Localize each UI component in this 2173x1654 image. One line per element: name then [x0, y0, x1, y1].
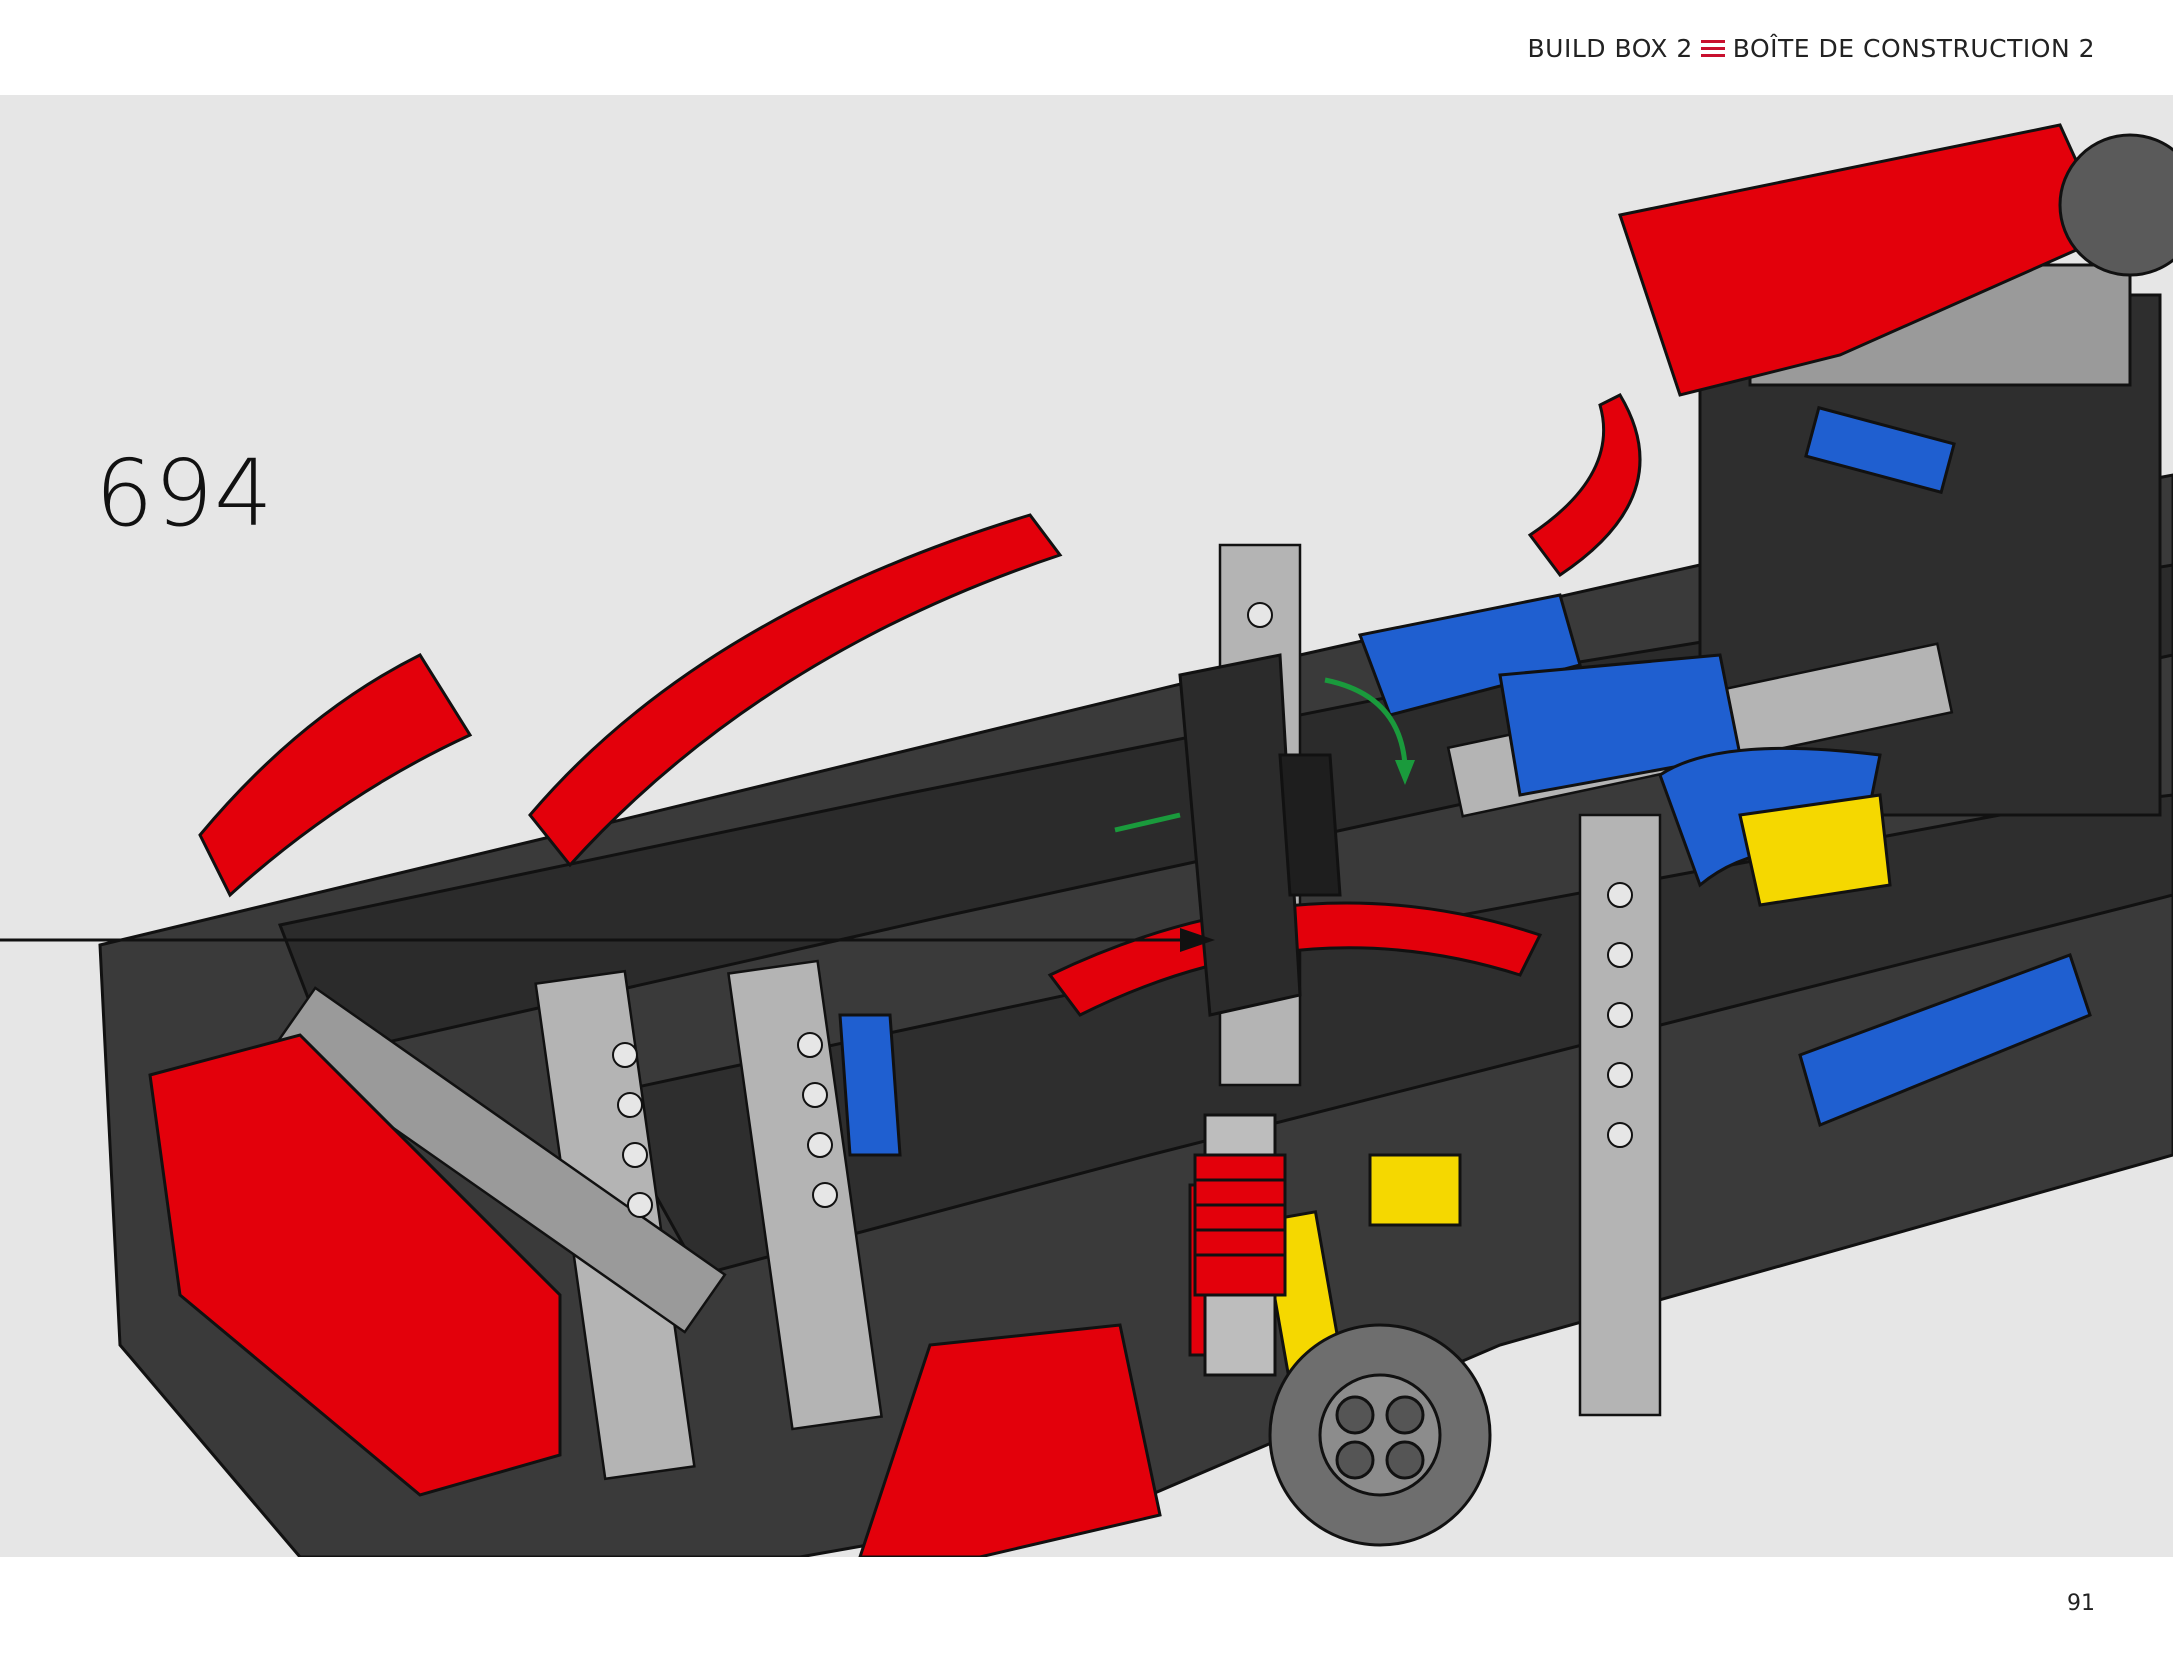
build-box-title: BUILD BOX 2 BOÎTE DE CONSTRUCTION 2	[1528, 34, 2095, 63]
shock-absorber	[1193, 1113, 1287, 1377]
step-number: 694	[95, 440, 274, 547]
instruction-panel: 694	[0, 95, 2173, 1557]
model-illustration	[0, 123, 2173, 1557]
red-body-panels	[148, 123, 2112, 1557]
flag-stripes-icon	[1700, 40, 1725, 57]
upright-frame	[1178, 653, 1342, 1017]
build-box-label-en: BUILD BOX 2	[1527, 34, 1693, 63]
page-number: 91	[2067, 1591, 2095, 1616]
build-box-label-fr: BOÎTE DE CONSTRUCTION 2	[1732, 34, 2095, 63]
rotation-arrow	[1114, 677, 1408, 833]
insertion-arrow	[0, 928, 1215, 952]
rear-disc	[2058, 133, 2173, 277]
rotation-arrowhead	[1395, 760, 1415, 785]
page-header: BUILD BOX 2 BOÎTE DE CONSTRUCTION 2	[0, 0, 2173, 95]
wheel-hub	[1268, 1323, 1492, 1547]
